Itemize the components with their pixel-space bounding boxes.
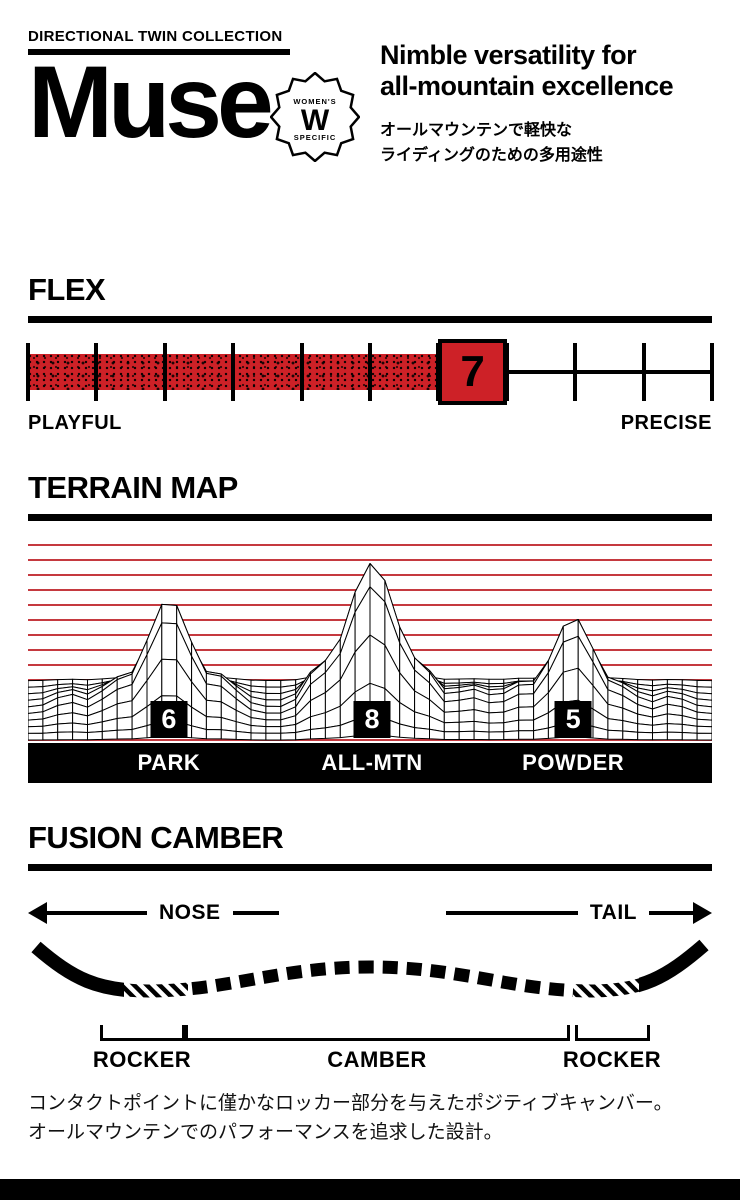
flex-heading: FLEX <box>28 272 106 307</box>
footer-bar <box>0 1179 740 1200</box>
zone-label-camber: CAMBER <box>327 1047 427 1072</box>
flex-value-box: 7 <box>438 339 507 405</box>
tagline-jp: オールマウンテンで軽快な ライディングのための多用途性 <box>380 118 714 169</box>
flex-meter: 7 <box>26 339 714 405</box>
camber-center-dashes <box>36 945 704 991</box>
camber-heading: FUSION CAMBER <box>28 820 284 855</box>
tagline-jp-line-1: オールマウンテンで軽快な <box>380 121 573 139</box>
badge-letter: W <box>301 104 330 137</box>
terrain-heading: TERRAIN MAP <box>28 470 238 505</box>
camber-profile <box>28 933 712 1025</box>
arrow-line <box>47 911 147 915</box>
badge-bottom-text: SPECIFIC <box>294 133 337 142</box>
tail-arrowhead-icon <box>693 902 712 924</box>
tagline-line-1: Nimble versatility for <box>380 40 637 70</box>
womens-specific-badge: WOMEN'S W SPECIFIC <box>270 72 360 162</box>
terrain-section: TERRAIN MAP 6 8 5 PARK ALL-MTN POWDER <box>28 470 712 783</box>
terrain-category-bar: PARK ALL-MTN POWDER <box>28 743 712 783</box>
flex-section: FLEX 7 PLAYFUL PRECISE <box>26 272 714 435</box>
flex-rule <box>28 316 712 323</box>
tail-label: TAIL <box>589 901 637 924</box>
rocker-bracket-right <box>575 1025 650 1041</box>
terrain-rule <box>28 514 712 521</box>
terrain-value-powder: 5 <box>554 701 592 738</box>
zone-label-rocker-right: ROCKER <box>562 1047 662 1072</box>
badge-seal-icon <box>270 72 360 162</box>
terrain-map: 6 8 5 <box>28 531 712 743</box>
flex-label-playful: PLAYFUL <box>28 412 122 434</box>
terrain-value-park: 6 <box>150 701 188 738</box>
badge-top-text: WOMEN'S <box>293 97 336 106</box>
tagline-jp-line-2: ライディングのための多用途性 <box>380 147 603 165</box>
nose-tail-arrows: NOSE TAIL <box>28 901 712 925</box>
collection-rule <box>28 49 290 55</box>
tagline: Nimble versatility for all-mountain exce… <box>380 40 714 102</box>
camber-zone-brackets: ROCKER CAMBER ROCKER <box>28 1025 712 1081</box>
zone-label-rocker-left: ROCKER <box>92 1047 192 1072</box>
arrow-line <box>445 911 578 915</box>
nose-arrowhead-icon <box>28 902 47 924</box>
camber-bracket <box>185 1025 570 1041</box>
nose-label: NOSE <box>159 901 221 924</box>
terrain-label-park: PARK <box>137 750 201 775</box>
camber-description: コンタクトポイントに僅かなロッカー部分を与えたポジティブキャンバー。 オールマウ… <box>28 1089 712 1148</box>
tagline-line-2: all-mountain excellence <box>380 70 674 101</box>
camber-description-line-2: オールマウンテンでのパフォーマンスを追求した設計。 <box>28 1122 503 1144</box>
camber-rule <box>28 864 712 871</box>
camber-section: FUSION CAMBER NOSE TAIL <box>28 820 712 1148</box>
terrain-mesh <box>28 563 712 741</box>
rocker-bracket-left <box>100 1025 185 1041</box>
header: DIRECTIONAL TWIN COLLECTION Muse WOMEN'S… <box>28 28 712 248</box>
flex-labels: PLAYFUL PRECISE <box>28 412 712 435</box>
header-right: Nimble versatility for all-mountain exce… <box>380 40 714 169</box>
arrow-line <box>649 911 693 915</box>
arrow-line <box>232 911 279 915</box>
board-title: Muse <box>28 45 274 159</box>
flex-label-precise: PRECISE <box>620 412 712 434</box>
camber-description-line-1: コンタクトポイントに僅かなロッカー部分を与えたポジティブキャンバー。 <box>28 1093 673 1114</box>
collection-label: DIRECTIONAL TWIN COLLECTION <box>28 28 283 45</box>
terrain-label-allmtn: ALL-MTN <box>321 750 423 775</box>
terrain-value-allmtn: 8 <box>353 701 391 738</box>
terrain-label-powder: POWDER <box>522 750 625 775</box>
